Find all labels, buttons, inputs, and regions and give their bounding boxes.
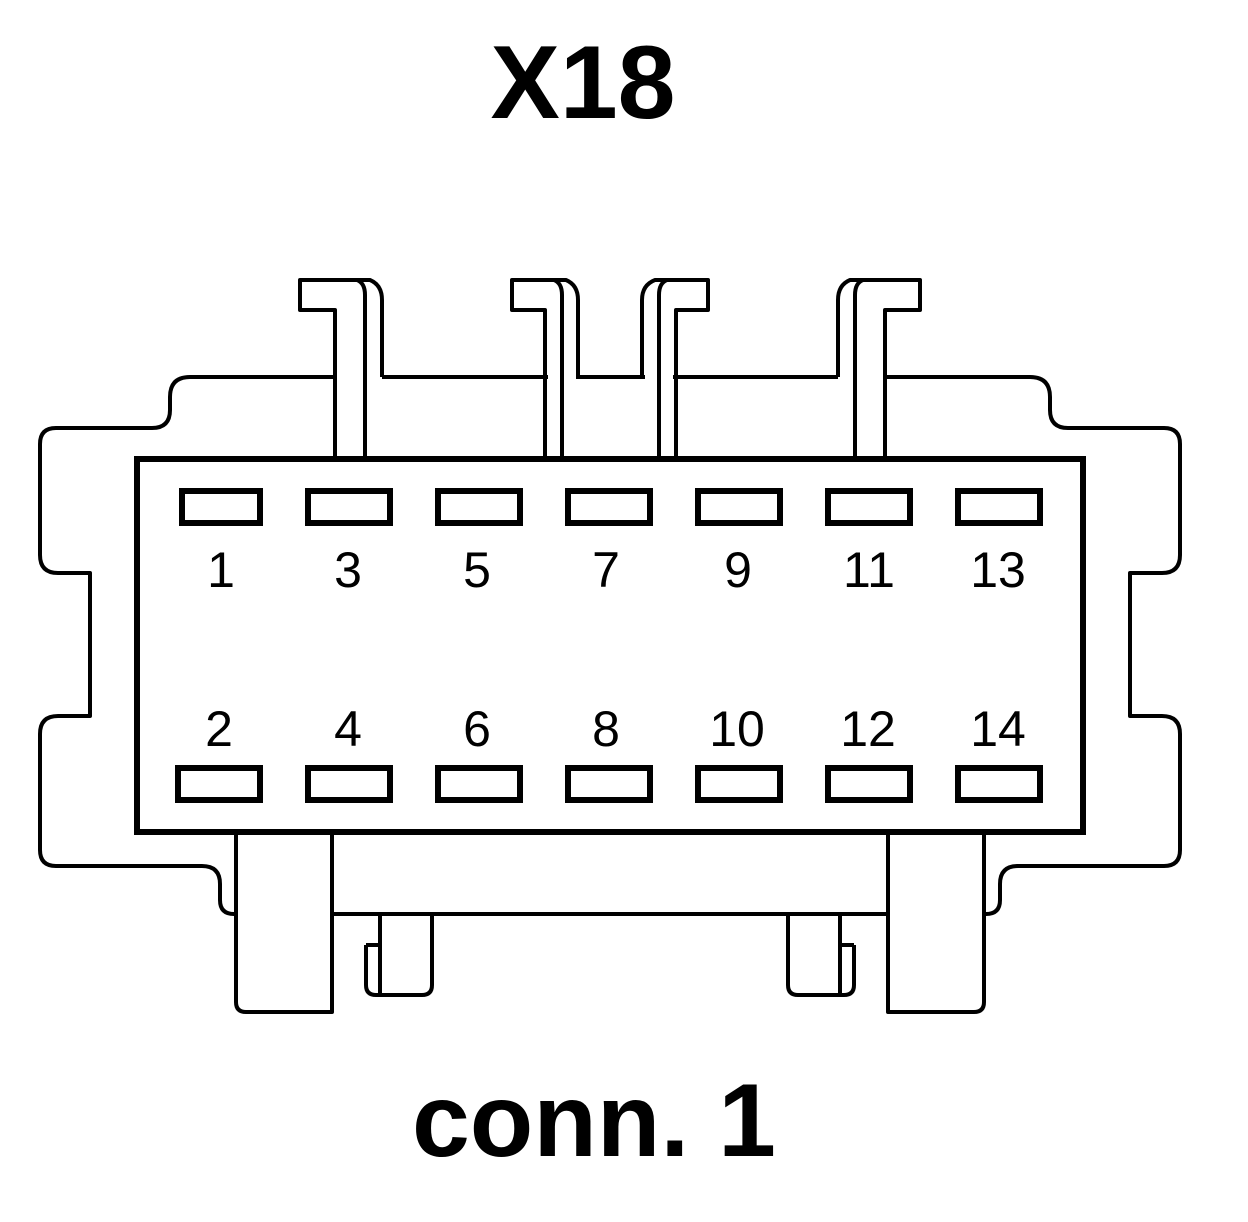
pin-label: 8 [592, 701, 620, 757]
pin-slot-7 [565, 488, 653, 526]
pin-slot-3 [305, 488, 393, 526]
pin-labels-bottom: 2 4 6 8 10 12 14 [205, 701, 1026, 757]
latch-left-inner [356, 278, 367, 458]
pin-label: 7 [592, 542, 620, 598]
latch-right-inner [853, 278, 864, 458]
connector-id-title: X18 [490, 25, 675, 141]
pin-label: 9 [724, 542, 752, 598]
latch-center-left [510, 278, 580, 458]
pin-label: 13 [970, 542, 1026, 598]
latch-left [298, 278, 384, 458]
pin-slot-10 [695, 765, 783, 803]
pin-slot-11 [825, 488, 913, 526]
pin-label: 1 [207, 542, 235, 598]
pin-label: 12 [840, 701, 896, 757]
pin-label: 11 [843, 542, 895, 598]
pin-slot-9 [695, 488, 783, 526]
pin-label: 4 [334, 701, 362, 757]
foot-left [234, 832, 334, 1014]
pin-slot-2 [175, 765, 263, 803]
pin-label: 6 [463, 701, 491, 757]
pin-slot-6 [435, 765, 523, 803]
pin-slot-14 [955, 765, 1043, 803]
pin-slot-12 [825, 765, 913, 803]
pin-label: 2 [205, 701, 233, 757]
pin-label: 10 [709, 701, 765, 757]
latch-center-right-inner [657, 278, 668, 458]
pin-row-top [179, 488, 1043, 526]
latch-right [836, 278, 922, 458]
pin-slot-1 [179, 488, 263, 526]
clip-left [364, 914, 434, 997]
foot-right [886, 832, 986, 1014]
pin-label: 3 [334, 542, 362, 598]
pin-labels-top: 1 3 5 7 9 11 13 [207, 542, 1026, 598]
latch-center-left-inner [553, 278, 564, 458]
pin-slot-8 [565, 765, 653, 803]
clip-right [786, 914, 856, 997]
pin-label: 14 [970, 701, 1026, 757]
latch-center-right [640, 278, 710, 458]
pin-slot-4 [305, 765, 393, 803]
connector-label: conn. 1 [412, 1063, 776, 1179]
pin-row-bottom [175, 765, 1043, 803]
pin-slot-13 [955, 488, 1043, 526]
pin-slot-5 [435, 488, 523, 526]
pin-label: 5 [463, 542, 491, 598]
connector-housing-outline [38, 375, 1182, 916]
